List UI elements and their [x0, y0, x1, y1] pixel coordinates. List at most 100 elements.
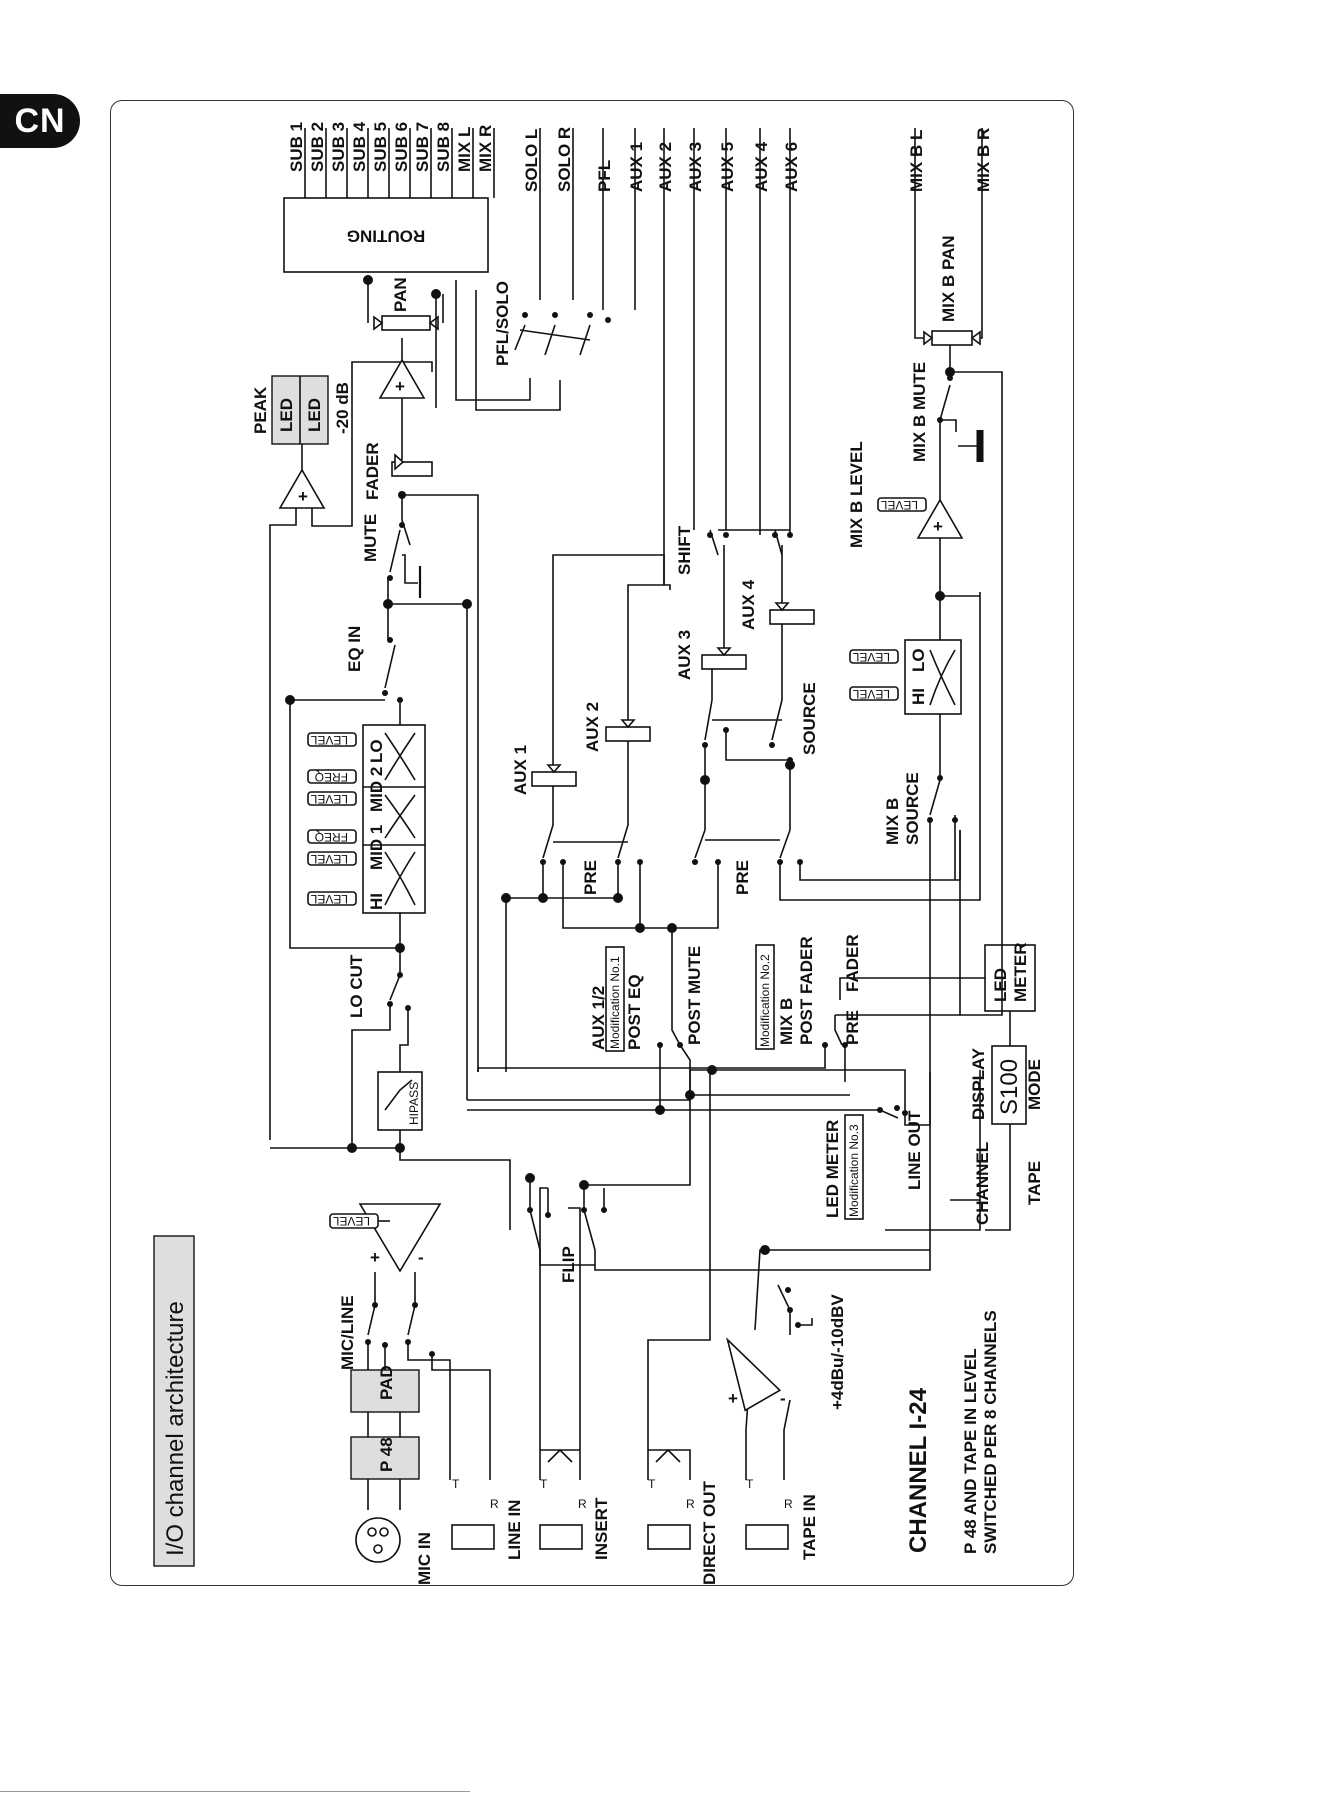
diagram-frame	[110, 100, 1074, 1586]
led-meter-label: LED METER	[823, 1120, 842, 1218]
svg-text:LO: LO	[909, 648, 928, 672]
eq-mid2-label: MID 2	[367, 767, 386, 812]
svg-text:FREQ: FREQ	[315, 770, 348, 784]
peak-label: PEAK	[251, 386, 270, 434]
svg-text:FREQ: FREQ	[315, 830, 348, 844]
bus-label: SOLO L	[522, 129, 541, 192]
mixb-level-knob: LEVEL	[880, 498, 918, 512]
svg-text:+: +	[298, 487, 308, 506]
bus-label: SUB 7	[413, 122, 432, 172]
pad-box	[350, 1369, 420, 1413]
tape-label: TAPE	[1025, 1161, 1044, 1205]
right-bus-labels: SOLO L SOLO R PFL AUX 1 AUX 2 AUX 3 AUX …	[522, 127, 993, 192]
mod3-box	[844, 1114, 864, 1220]
pre-label-mixb: PRE	[843, 1010, 862, 1045]
input-level-knob: LEVEL	[332, 1214, 370, 1228]
line-out-label: LINE OUT	[905, 1110, 924, 1190]
svg-text:+: +	[370, 1248, 380, 1267]
diagram-title: I/O channel architecture	[162, 1301, 189, 1556]
svg-text:LEVEL: LEVEL	[310, 892, 348, 906]
pfl-solo-switch	[514, 324, 591, 356]
svg-text:LEVEL: LEVEL	[310, 792, 348, 806]
bus-label: PFL	[595, 160, 614, 192]
shift-label: SHIFT	[675, 525, 694, 575]
eq-in-label: EQ IN	[345, 626, 364, 672]
lo-cut-label: LO CUT	[347, 954, 366, 1018]
svg-text:T: T	[452, 1477, 460, 1491]
svg-text:METER: METER	[1011, 943, 1030, 1003]
eq-lo-label: LO	[367, 739, 386, 763]
insert-label: INSERT	[592, 1497, 611, 1560]
line-in-label: LINE IN	[505, 1500, 524, 1560]
bus-label: SUB 3	[329, 122, 348, 172]
mixb-mute-label: MIX B MUTE	[910, 362, 929, 462]
svg-text:HI: HI	[909, 688, 928, 705]
direct-out-label: DIRECT OUT	[700, 1481, 719, 1586]
mixb-mute-switch	[939, 384, 951, 500]
mod1-label: Modification No.1	[608, 956, 622, 1049]
note-line-1: P 48 AND TAPE IN LEVEL	[961, 1348, 980, 1554]
sub-bus-lines	[304, 128, 495, 198]
source-label: SOURCE	[800, 682, 819, 755]
hipass-filter	[377, 1071, 423, 1131]
footer-rule	[0, 1791, 470, 1792]
bus-label: AUX 1	[627, 142, 646, 192]
svg-text:-: -	[780, 1389, 786, 1408]
bus-label: SUB 8	[434, 122, 453, 172]
mod2-box	[755, 944, 775, 1050]
aux12-label-2: POST EQ	[625, 974, 644, 1050]
shift-switch	[709, 529, 790, 556]
tape-amp	[726, 1337, 782, 1412]
bus-label: AUX 6	[782, 142, 801, 192]
display-label: DISPLAY	[969, 1047, 988, 1120]
mixb-source-switch	[929, 779, 956, 880]
bus-label: SUB 4	[350, 121, 369, 172]
pfl-solo-label: PFL/SOLO	[493, 281, 512, 366]
bus-label: SUB 6	[392, 122, 411, 172]
bus-label: MIX B R	[974, 128, 993, 192]
led-label: LED	[277, 398, 296, 432]
mic-line-label: MIC/LINE	[338, 1295, 357, 1370]
mute-switch	[389, 529, 401, 573]
post-mute-label: POST MUTE	[685, 946, 704, 1045]
svg-text:AUX 4: AUX 4	[739, 579, 758, 630]
level-switch-label: +4dBu/-10dBV	[828, 1294, 847, 1410]
bus-label: AUX 5	[718, 142, 737, 192]
svg-text:LEVEL: LEVEL	[852, 650, 890, 664]
svg-text:+: +	[933, 517, 943, 536]
sub-bus-labels: SUB 1 SUB 2 SUB 3 SUB 4 SUB 5 SUB 6 SUB …	[287, 121, 495, 172]
mixb-source-label-2: SOURCE	[903, 772, 922, 845]
tape-in-label: TAPE IN	[800, 1494, 819, 1560]
mixb-source-label-1: MIX B	[883, 798, 902, 845]
bus-label: MIX L	[455, 127, 474, 172]
aux-sends: AUX 1 AUX 2 AUX 3 AUX 4	[511, 579, 815, 795]
p48-box	[350, 1436, 420, 1480]
s100-box	[991, 1045, 1027, 1125]
eq-hi-label: HI	[367, 893, 386, 910]
svg-text:PRE: PRE	[581, 860, 600, 895]
aux12-label-1: AUX 1/2	[589, 986, 608, 1050]
mic-in-xlr	[355, 1517, 401, 1563]
svg-text:T: T	[540, 1477, 548, 1491]
peak-amp	[278, 468, 326, 509]
bus-label: SOLO R	[555, 127, 574, 192]
channel-name: CHANNEL I-24	[905, 1387, 932, 1553]
pan-arrow-left	[373, 315, 384, 331]
mode-label: MODE	[1025, 1059, 1044, 1110]
s100-label: S100	[996, 1059, 1023, 1115]
svg-text:T: T	[648, 1477, 656, 1491]
bus-label: MIX B L	[907, 130, 926, 192]
eq-block	[362, 724, 426, 914]
svg-text:R: R	[686, 1497, 695, 1511]
channel-label: CHANNEL	[973, 1142, 992, 1225]
mod1-box	[605, 946, 625, 1052]
minus20-label: -20 dB	[333, 382, 352, 434]
bus-label: SUB 1	[287, 122, 306, 172]
bus-label: AUX 2	[656, 142, 675, 192]
svg-text:AUX 2: AUX 2	[583, 702, 602, 752]
pre-switches: PRE PRE	[540, 824, 803, 895]
note-line-2: SWITCHED PER 8 CHANNELS	[981, 1310, 1000, 1554]
fader-label: FADER	[363, 442, 382, 500]
mixb-level-label: MIX B LEVEL	[847, 441, 866, 548]
